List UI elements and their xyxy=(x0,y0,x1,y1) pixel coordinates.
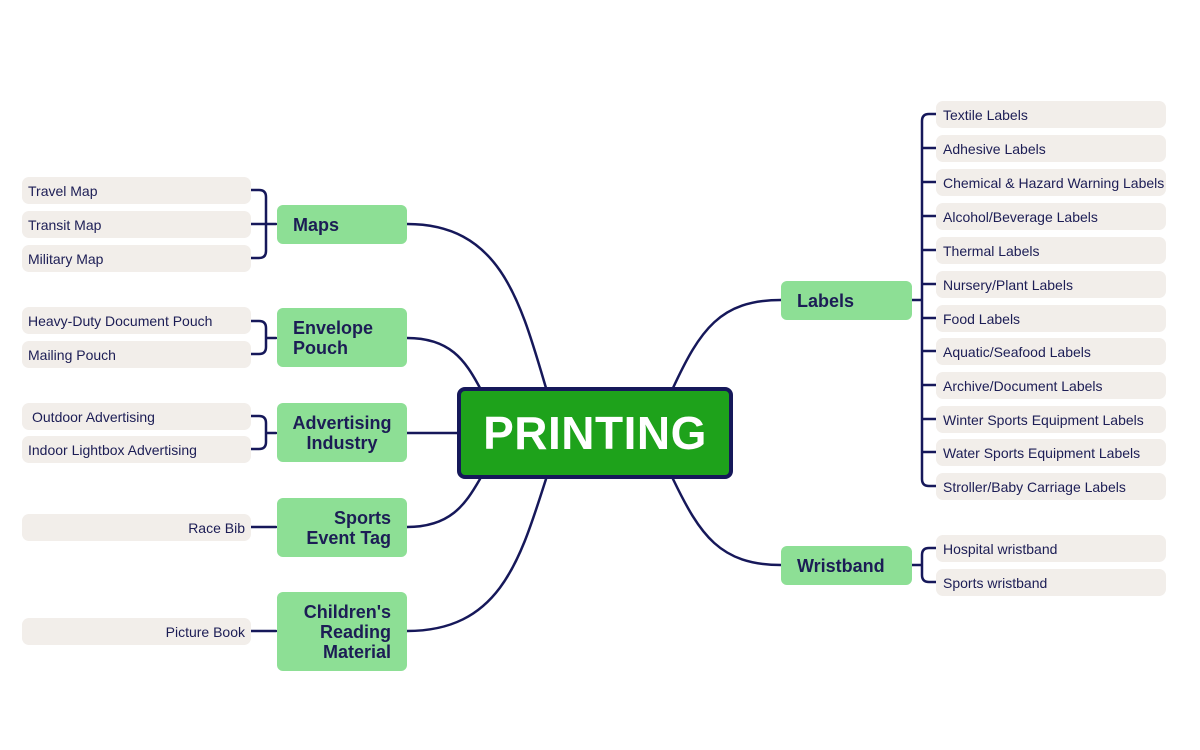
leaf-water-sports-equipment-labels: Water Sports Equipment Labels xyxy=(936,439,1166,466)
leaf-archive-document-labels: Archive/Document Labels xyxy=(936,372,1166,399)
root-node: PRINTING xyxy=(457,387,733,479)
leaf-chemical-hazard-warning-labels: Chemical & Hazard Warning Labels xyxy=(936,169,1166,196)
leaf-adhesive-labels: Adhesive Labels xyxy=(936,135,1166,162)
leaf-transit-map: Transit Map xyxy=(22,211,251,238)
leaf-race-bib: Race Bib xyxy=(22,514,251,541)
leaf-winter-sports-equipment-labels: Winter Sports Equipment Labels xyxy=(936,406,1166,433)
connector-root-sports xyxy=(405,477,482,529)
connector-root-maps xyxy=(405,222,548,390)
leaf-thermal-labels: Thermal Labels xyxy=(936,237,1166,264)
branch-advertising-industry: Advertising Industry xyxy=(277,403,407,462)
branch-maps-label: Maps xyxy=(293,214,340,235)
bracket-maps xyxy=(249,188,278,260)
branch-labels-label: Labels xyxy=(797,290,855,311)
connector-root-labels xyxy=(671,298,783,390)
leaf-stroller-baby-carriage-labels: Stroller/Baby Carriage Labels xyxy=(936,473,1166,500)
leaf-alcohol-beverage-labels: Alcohol/Beverage Labels xyxy=(936,203,1166,230)
branch-childrens-reading-material-label: Children's Reading Material xyxy=(303,601,391,662)
leaf-mailing-pouch: Mailing Pouch xyxy=(22,341,251,368)
branch-sports-event-tag-label: Sports Event Tag xyxy=(306,507,391,548)
leaf-nursery-plant-labels: Nursery/Plant Labels xyxy=(936,271,1166,298)
bracket-labels xyxy=(910,112,938,488)
branch-wristband: Wristband xyxy=(781,546,912,585)
leaf-outdoor-advertising: Outdoor Advertising xyxy=(22,403,251,430)
bracket-advertising xyxy=(249,414,278,451)
branch-labels: Labels xyxy=(781,281,912,320)
branch-sports-event-tag: Sports Event Tag xyxy=(277,498,407,557)
leaf-sports-wristband: Sports wristband xyxy=(936,569,1166,596)
bracket-wristband xyxy=(910,546,938,584)
branch-envelope-pouch: Envelope Pouch xyxy=(277,308,407,367)
leaf-hospital-wristband: Hospital wristband xyxy=(936,535,1166,562)
leaf-food-labels: Food Labels xyxy=(936,305,1166,332)
connector-root-envelope xyxy=(405,336,482,390)
root-label: PRINTING xyxy=(483,407,707,459)
leaf-military-map: Military Map xyxy=(22,245,251,272)
leaf-indoor-lightbox-advertising: Indoor Lightbox Advertising xyxy=(22,436,251,463)
connector-root-children xyxy=(405,477,548,633)
leaf-aquatic-seafood-labels: Aquatic/Seafood Labels xyxy=(936,338,1166,365)
branch-childrens-reading-material: Children's Reading Material xyxy=(277,592,407,671)
bracket-envelope xyxy=(249,319,278,356)
branch-maps: Maps xyxy=(277,205,407,244)
connector-root-wristband xyxy=(671,477,783,567)
leaf-picture-book: Picture Book xyxy=(22,618,251,645)
leaf-heavy-duty-document-pouch: Heavy-Duty Document Pouch xyxy=(22,307,251,334)
leaf-textile-labels: Textile Labels xyxy=(936,101,1166,128)
branch-envelope-pouch-label: Envelope Pouch xyxy=(293,317,374,358)
branch-wristband-label: Wristband xyxy=(797,555,885,576)
leaf-travel-map: Travel Map xyxy=(22,177,251,204)
branch-advertising-industry-label: Advertising Industry xyxy=(292,412,392,453)
